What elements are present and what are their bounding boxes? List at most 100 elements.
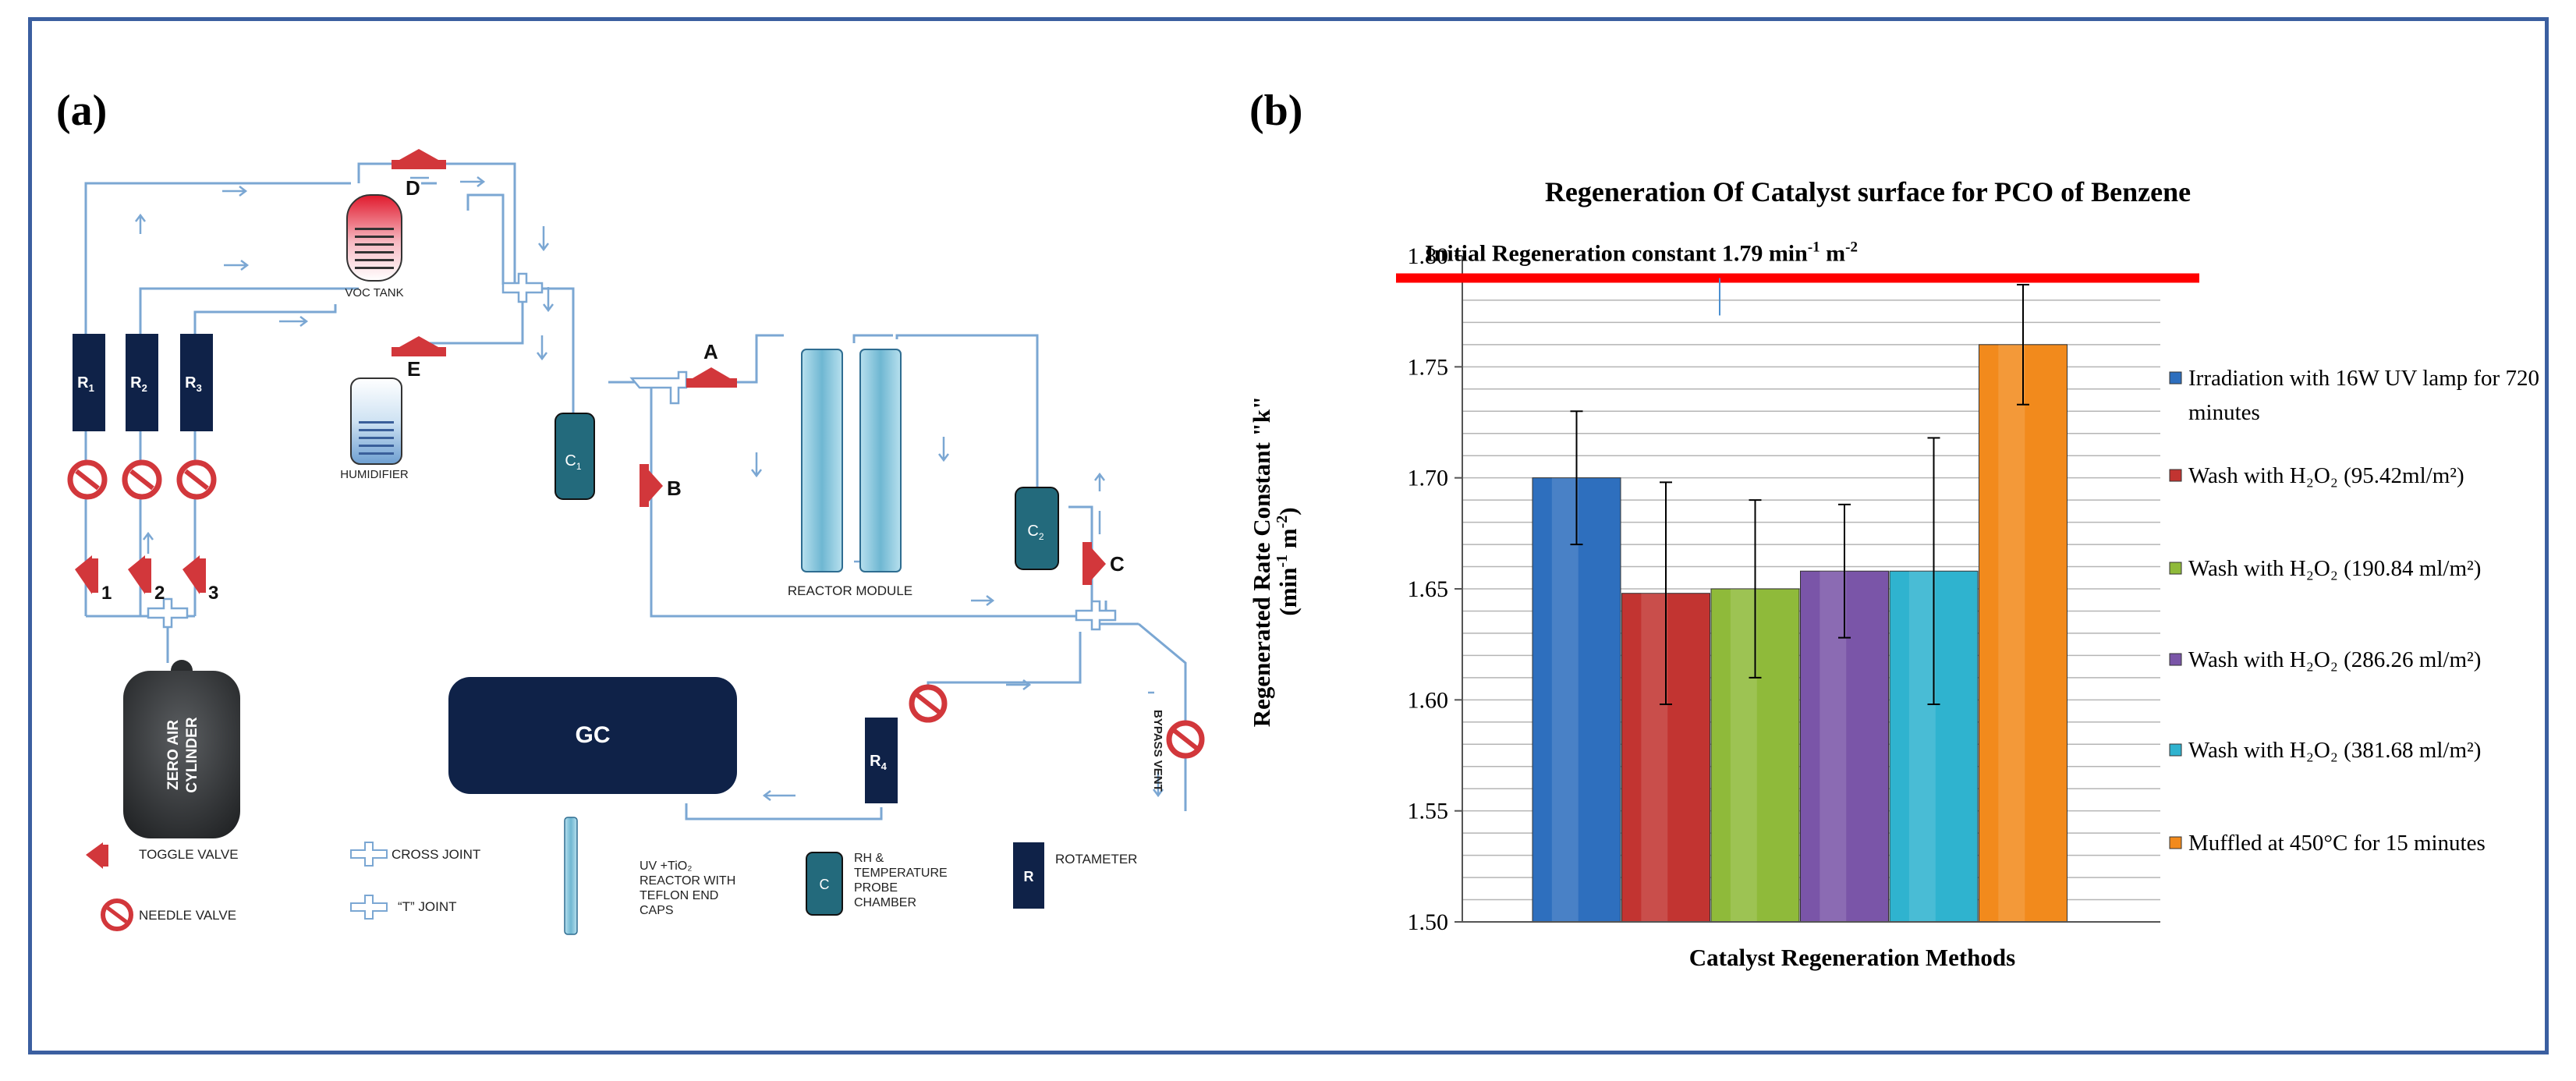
reactor-module (801, 349, 902, 572)
rh-chamber-c2: C2 (1015, 487, 1059, 570)
legend-rh-chamber-letter: C (820, 877, 830, 892)
legend-item: Irradiation with 16W UV lamp for 720 minu… (2169, 366, 2539, 425)
legend-label: Irradiation with 16W UV lamp for 720 (2188, 366, 2539, 391)
legend-label: Muffled at 450°C for 15 minutes (2188, 831, 2486, 856)
legend-swatch (2169, 743, 2182, 757)
legend-needle-valve-icon (101, 898, 133, 931)
panel-a-label: (a) (56, 87, 108, 135)
y-tick-label: 1.70 (1408, 466, 1449, 491)
voc-tank-label: VOC TANK (345, 286, 403, 299)
gc-unit: GC (448, 677, 737, 794)
reference-line-label: Initial Regeneration constant 1.79 min-1… (1425, 239, 1858, 266)
panel-a-schematic: R1 R2 R3 R4 1 2 3 VOC T (67, 149, 1205, 935)
bar-highlight (1908, 571, 1936, 922)
panel-b-label: (b) (1249, 87, 1303, 135)
toggle-valves-123 (75, 555, 206, 594)
legend-label: Wash with H₂O₂ (190.84 ml/m²) (2188, 556, 2481, 581)
y-axis-label: Regenerated Rate Constant "k" (min-1 m-2… (1248, 396, 1302, 727)
humidifier-label: HUMIDIFIER (340, 468, 409, 481)
legend-rh-line3: PROBE (854, 881, 898, 895)
gc-label: GC (576, 722, 611, 748)
legend-swatch (2169, 562, 2182, 575)
legend-reactor-line4: CAPS (640, 904, 674, 917)
y-tick-label: 1.75 (1408, 354, 1449, 380)
y-axis-label-line2: (min-1 m-2) (1274, 507, 1302, 615)
needle-valve-2-icon (122, 459, 162, 500)
chart-title: Regeneration Of Catalyst surface for PCO… (1545, 176, 2191, 207)
y-axis-label-line1: Regenerated Rate Constant "k" (1248, 396, 1275, 727)
panel-b-chart: Regeneration Of Catalyst surface for PCO… (1248, 176, 2539, 971)
valve-b-label: B (667, 477, 682, 500)
legend-label-line2: minutes (2188, 400, 2260, 425)
legend-t-joint-icon (350, 895, 388, 920)
bar-highlight (1730, 589, 1757, 922)
humidifier (350, 377, 402, 465)
legend-rh-chamber: C RH & TEMPERATURE PROBE CHAMBER (806, 852, 948, 916)
legend-swatch (2169, 653, 2182, 666)
legend-cross-joint-label: CROSS JOINT (392, 847, 480, 862)
toggle-valve-3-stem (200, 558, 206, 593)
legend-swatch (2169, 469, 2182, 482)
valve-a-label: A (703, 340, 718, 363)
chart-legend: Irradiation with 16W UV lamp for 720 minu… (2169, 366, 2539, 856)
legend-rh-line1: RH & (854, 852, 884, 865)
legend-swatch (2169, 371, 2182, 385)
legend-t-joint-label: “T” JOINT (398, 899, 457, 914)
reference-line-group: Initial Regeneration constant 1.79 min-1… (1396, 239, 2199, 316)
voc-tank (346, 194, 402, 282)
cross-joints (147, 272, 1117, 631)
rotameter-r2: R2 (126, 334, 158, 431)
toggle-valve-2-icon (128, 555, 145, 594)
toggle-valve-a-icon (686, 367, 737, 388)
toggle-valve-1-stem (92, 558, 98, 593)
y-tick-label: 1.60 (1408, 687, 1449, 713)
legend-item: Muffled at 450°C for 15 minutes (2169, 831, 2486, 856)
needle-valve-3-icon (176, 459, 217, 500)
legend-rh-chamber-icon (806, 852, 843, 916)
toggle-valve-3-icon (182, 555, 200, 594)
valve-3-label: 3 (208, 583, 218, 604)
y-tick-label: 1.50 (1408, 909, 1449, 935)
needle-valves (67, 459, 1205, 759)
legend-item: Wash with H₂O₂ (190.84 ml/m²) (2169, 556, 2481, 581)
legend-rh-line4: CHAMBER (854, 896, 916, 909)
zero-air-cylinder: ZERO AIR CYLINDER (123, 660, 240, 838)
legend-item: Wash with H₂O₂ (381.68 ml/m²) (2169, 738, 2481, 763)
legend-item: Wash with H₂O₂ (286.26 ml/m²) (2169, 647, 2481, 672)
cross-joint-bottom (1075, 600, 1117, 631)
figure-frame (28, 17, 2549, 1054)
toggle-valve-d-icon (392, 149, 446, 169)
valve-d-label: D (406, 176, 420, 200)
legend-reactor: UV +TiO₂ REACTOR WITH TEFLON END CAPS (564, 817, 735, 935)
legend-label: Wash with H₂O₂ (381.68 ml/m²) (2188, 738, 2481, 763)
rotameter-r3: R3 (180, 334, 213, 431)
valve-c-label: C (1110, 552, 1125, 576)
y-tick-label: 1.65 (1408, 576, 1449, 602)
legend-label: Wash with H₂O₂ (286.26 ml/m²) (2188, 647, 2481, 672)
rh-chamber-c2-label: C2 (1027, 523, 1044, 542)
legend-rotameter: R ROTAMETER (1013, 842, 1137, 909)
bar-highlight (1998, 344, 2025, 922)
legend-item: Wash with H₂O₂ (95.42ml/m²) (2169, 463, 2464, 488)
toggle-valve-e-icon (392, 336, 446, 356)
legend-label: Wash with H₂O₂ (95.42ml/m²) (2188, 463, 2464, 488)
rotameter-r4-label: R4 (870, 753, 887, 772)
legend-rotameter-label: ROTAMETER (1055, 852, 1137, 867)
t-joint-reactor (629, 370, 688, 405)
legend-rh-line2: TEMPERATURE (854, 867, 948, 880)
legend-reactor-line2: REACTOR WITH (640, 874, 735, 888)
chart-bars (1532, 344, 2068, 923)
rotameter-r1-label: R1 (77, 374, 94, 394)
legend-needle-valve-label: NEEDLE VALVE (139, 908, 236, 923)
needle-valve-1-icon (67, 459, 108, 500)
toggle-valve-c-icon (1082, 542, 1106, 585)
legend-toggle-valve: TOGGLE VALVE (86, 842, 239, 869)
bar (1532, 477, 1621, 923)
valve-2-label: 2 (154, 583, 165, 604)
needle-valve-bypass-icon (1166, 720, 1205, 759)
toggle-valve-2-stem (145, 558, 151, 593)
rotameter-r2-label: R2 (130, 374, 147, 394)
legend-toggle-valve-icon (86, 842, 103, 869)
bypass-vent-label: BYPASS VENT (1151, 710, 1164, 792)
bar-highlight (1819, 571, 1847, 922)
